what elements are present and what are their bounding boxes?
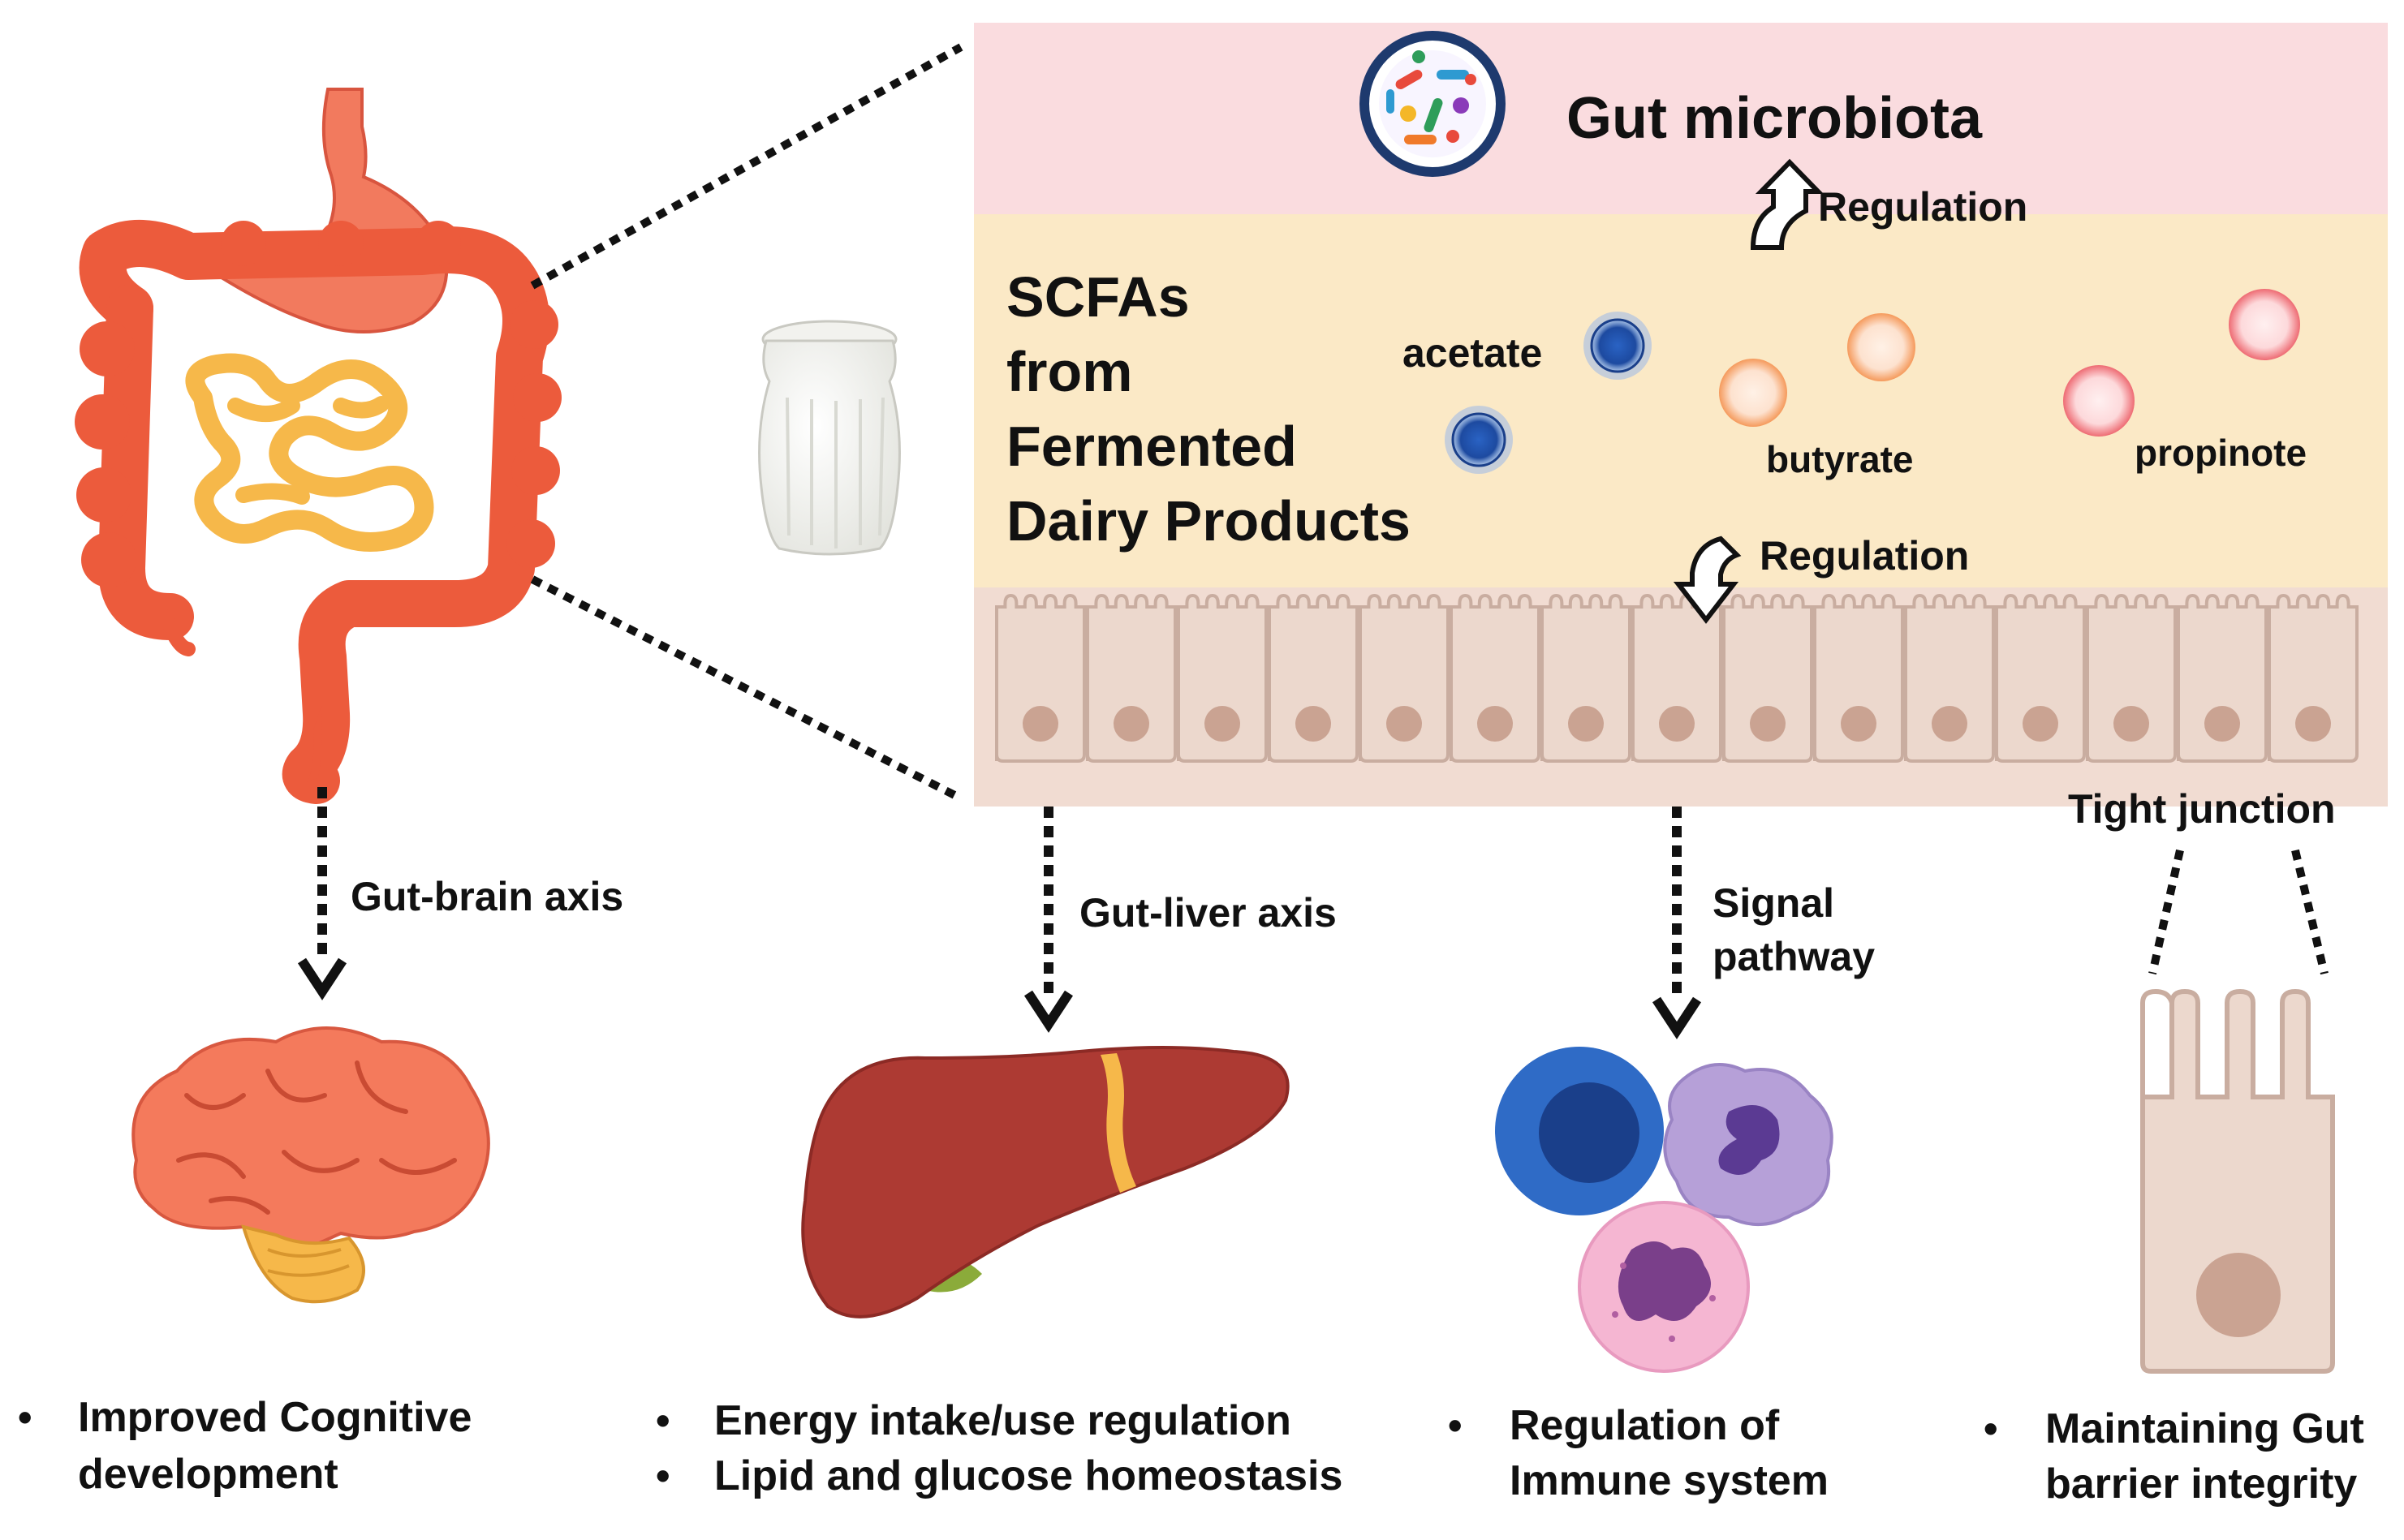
epithelial-cell xyxy=(1904,593,1995,763)
cell-nucleus xyxy=(1386,706,1422,742)
cell-nucleus xyxy=(1477,706,1513,742)
cell-nucleus xyxy=(1568,706,1604,742)
cell-nucleus xyxy=(2113,706,2149,742)
tight-junction-line-left xyxy=(2148,849,2184,975)
epithelial-cell xyxy=(1268,593,1359,763)
butyrate-molecules xyxy=(1719,313,1915,427)
cell-nucleus xyxy=(1295,706,1331,742)
outcome-barrier-line-2: barrier integrity xyxy=(2045,1460,2357,1508)
epithelial-cell xyxy=(2086,593,2177,763)
epithelial-cell xyxy=(1631,593,1722,763)
cell-nucleus xyxy=(2295,706,2331,742)
zoom-line-top xyxy=(530,43,963,290)
outcome-liver-line-1: Energy intake/use regulation xyxy=(714,1397,1291,1444)
regulation-down-label: Regulation xyxy=(1760,533,1969,579)
epithelial-cell xyxy=(995,593,1086,763)
cell-nucleus xyxy=(1204,706,1240,742)
zoom-line-bottom xyxy=(530,575,963,802)
tight-junction-label: Tight junction xyxy=(2068,786,2336,832)
gut-lumen-panel xyxy=(974,23,2388,807)
scfa-title-line-2: from xyxy=(1006,340,1133,403)
epithelial-cell xyxy=(1177,593,1268,763)
epithelial-cell-illustration xyxy=(2140,988,2335,1374)
outcome-brain: • Improved Cognitive development xyxy=(18,1394,472,1498)
bullet-liver-2: • xyxy=(656,1453,670,1499)
epithelial-cell xyxy=(1359,593,1450,763)
acetate-label: acetate xyxy=(1402,330,1542,376)
gut-brain-arrow xyxy=(297,787,347,1000)
cell-nucleus xyxy=(1750,706,1786,742)
scfa-title-line-1: SCFAs xyxy=(1006,265,1190,329)
yogurt-jar-image xyxy=(758,320,901,556)
microbiota-band xyxy=(974,23,2388,214)
outcome-brain-line-1: Improved Cognitive xyxy=(78,1394,472,1441)
gut-brain-axis-label: Gut-brain axis xyxy=(351,874,623,919)
gut-liver-arrow xyxy=(1023,807,1074,1033)
liver-illustration xyxy=(801,1046,1290,1318)
epithelial-cell xyxy=(1722,593,1813,763)
acetate-molecules xyxy=(1445,312,1652,474)
scfa-title-line-3: Fermented xyxy=(1006,415,1297,478)
signal-pathway-label-line-2: pathway xyxy=(1713,934,1875,979)
bullet-liver-1: • xyxy=(656,1398,670,1443)
epithelial-cell xyxy=(1995,593,2086,763)
outcome-immune: • Regulation of Immune system xyxy=(1448,1402,1829,1504)
bullet-brain: • xyxy=(18,1395,32,1440)
outcome-liver: • Energy intake/use regulation • Lipid a… xyxy=(656,1397,1342,1499)
cell-nucleus xyxy=(1841,706,1876,742)
propionate-label: propinote xyxy=(2135,432,2307,474)
regulation-down-arrow-icon xyxy=(1673,536,1742,624)
outcome-barrier-line-1: Maintaining Gut xyxy=(2045,1405,2364,1452)
microbiota-icon xyxy=(1359,31,1506,177)
outcome-brain-line-2: development xyxy=(78,1451,338,1498)
scfa-band xyxy=(974,214,2388,587)
cell-nucleus xyxy=(2023,706,2058,742)
epithelial-cell xyxy=(2268,593,2359,763)
tight-junction-line-right xyxy=(2291,849,2329,975)
epithelial-cell xyxy=(1813,593,1904,763)
cell-nucleus xyxy=(1023,706,1058,742)
epithelial-cell-row xyxy=(995,593,2359,763)
scfa-title-line-4: Dairy Products xyxy=(1006,489,1411,553)
cell-nucleus xyxy=(1114,706,1149,742)
outcome-liver-line-2: Lipid and glucose homeostasis xyxy=(714,1452,1342,1499)
regulation-up-arrow-icon xyxy=(1750,158,1825,250)
immune-cells-illustration xyxy=(1495,1047,1833,1373)
epithelial-cell xyxy=(1450,593,1540,763)
outcome-immune-line-1: Regulation of xyxy=(1510,1402,1780,1449)
gut-liver-axis-label: Gut-liver axis xyxy=(1079,890,1337,936)
epithelial-cell xyxy=(2177,593,2268,763)
gut-microbiota-label: Gut microbiota xyxy=(1566,86,1983,151)
outcome-barrier: • Maintaining Gut barrier integrity xyxy=(1984,1405,2364,1508)
signal-pathway-arrow xyxy=(1652,807,1702,1039)
cell-nucleus xyxy=(1659,706,1695,742)
brain-illustration xyxy=(131,1026,490,1304)
bullet-immune: • xyxy=(1448,1403,1463,1448)
outcome-immune-line-2: Immune system xyxy=(1510,1457,1829,1504)
signal-pathway-label-line-1: Signal xyxy=(1713,880,1834,926)
butyrate-label: butyrate xyxy=(1766,438,1913,480)
propionate-molecules xyxy=(2063,289,2300,437)
cell-nucleus xyxy=(1932,706,1967,742)
scfa-title: SCFAs from Fermented Dairy Products xyxy=(1006,265,1411,553)
bullet-barrier: • xyxy=(1984,1406,1998,1452)
epithelial-cell xyxy=(1540,593,1631,763)
intestine-illustration xyxy=(75,88,562,804)
cell-nucleus xyxy=(2204,706,2240,742)
epithelial-cell xyxy=(1086,593,1177,763)
regulation-up-label: Regulation xyxy=(1818,184,2027,230)
